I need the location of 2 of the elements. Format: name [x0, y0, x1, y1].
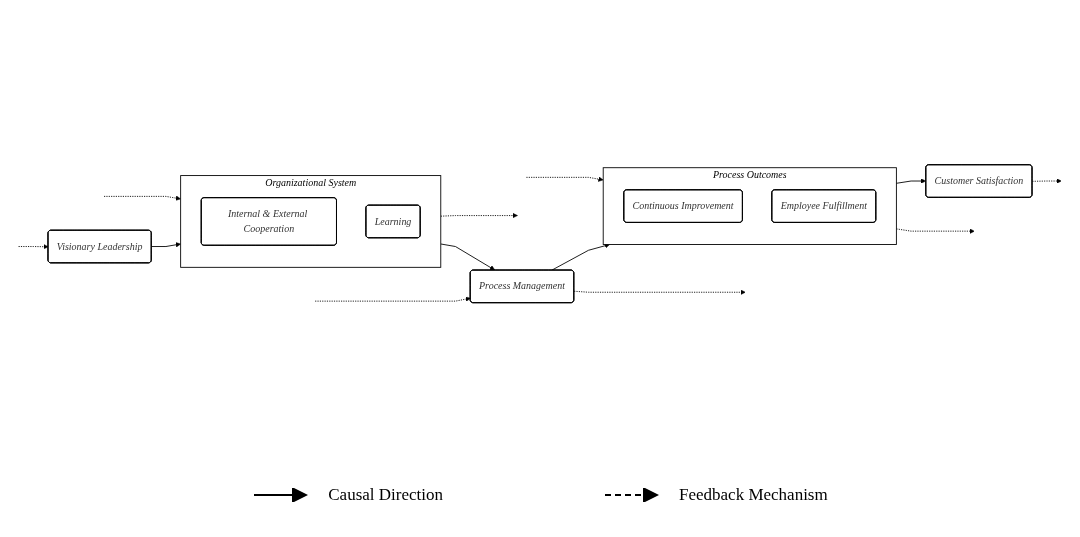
legend-text: Causal Direction [328, 485, 443, 505]
legend-text: Feedback Mechanism [679, 485, 828, 505]
